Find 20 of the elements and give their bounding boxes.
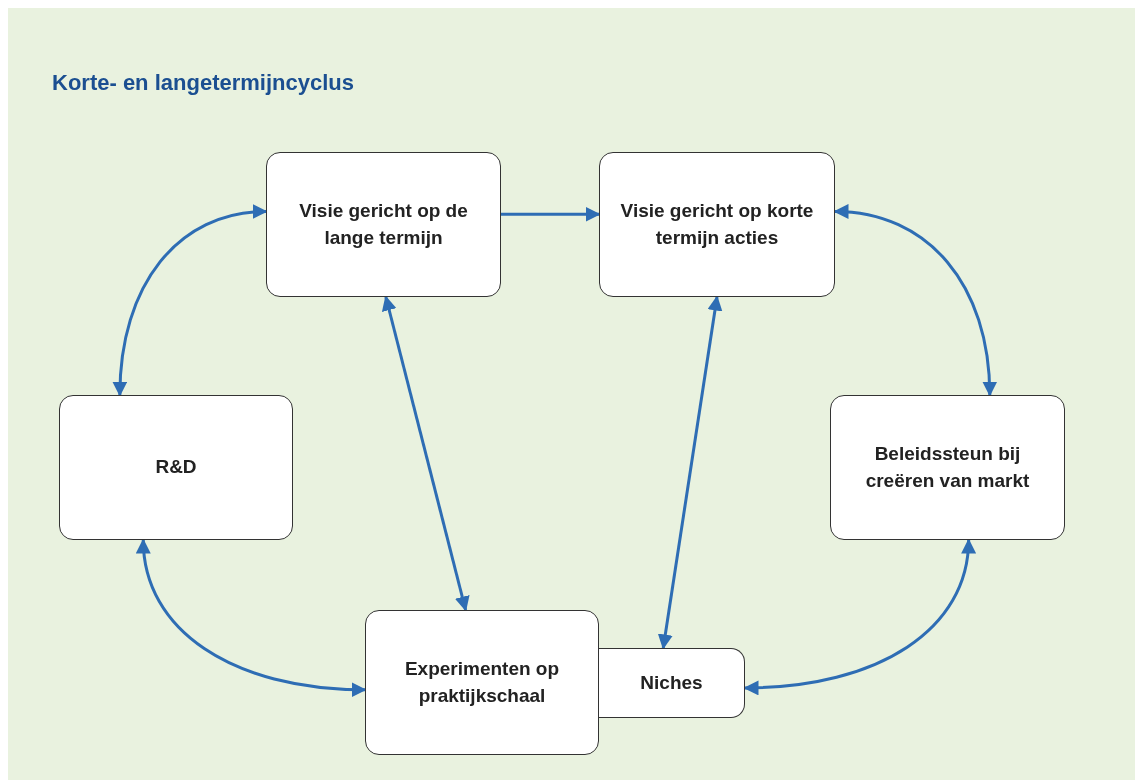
arrow [657, 295, 723, 650]
process-box [599, 152, 835, 297]
box-label: Experimenten op praktijkschaal [403, 656, 561, 708]
process-box [59, 395, 293, 540]
process-box [266, 152, 501, 297]
process-box [365, 610, 599, 755]
process-box [599, 648, 745, 718]
arrow [501, 206, 601, 222]
box-label: Beleidssteun bij creëren van markt [864, 441, 1031, 493]
arrow [833, 204, 997, 397]
arrow [743, 538, 975, 695]
diagram-title: Korte- en langetermijncyclus [52, 70, 354, 96]
arrow [112, 204, 268, 397]
process-box [830, 395, 1065, 540]
box-label: Niches [639, 670, 704, 695]
arrow [136, 538, 367, 697]
box-label: R&D [154, 455, 198, 480]
arrow [381, 295, 470, 612]
box-label: Visie gericht op korte termijn acties [619, 198, 815, 250]
box-label: Visie gericht op de lange termijn [298, 198, 469, 250]
